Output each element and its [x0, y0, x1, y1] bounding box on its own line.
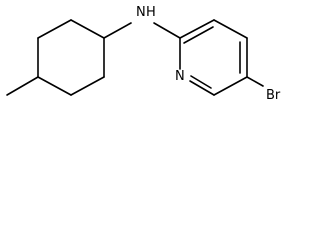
bond-c-br [246, 76, 264, 87]
bond-pyr-c6-n [189, 80, 215, 96]
bond-methyl-c [6, 76, 39, 96]
bromine-label: Br [266, 88, 281, 103]
bond-pyr-c3-c3-inner [183, 26, 214, 44]
amine-n-label: N [136, 5, 146, 20]
bond-ring-c6-c1 [37, 76, 72, 96]
bond-pyr-c3-c4 [213, 19, 248, 39]
bond-pyr-c6-n-inner [190, 75, 212, 89]
bond-cyclohexyl-n [103, 22, 132, 39]
bond-ring-c5-c6 [70, 76, 105, 96]
bond-ring-c3-c4 [70, 19, 105, 39]
cyclohexane-ring [37, 19, 105, 96]
pyridine-ring [179, 19, 248, 96]
bond-pyr-c2-c3 [179, 19, 215, 39]
pyridine-n-label: N [175, 69, 185, 84]
structure-canvas: N H N Br [0, 0, 292, 107]
bond-pyr-c5-c6 [213, 76, 248, 96]
bond-ring-c2-c3 [37, 19, 72, 39]
amine-h-label: H [146, 5, 156, 20]
molecule-structure: N H N Br [6, 5, 281, 103]
bond-n-pyridine [153, 22, 181, 39]
